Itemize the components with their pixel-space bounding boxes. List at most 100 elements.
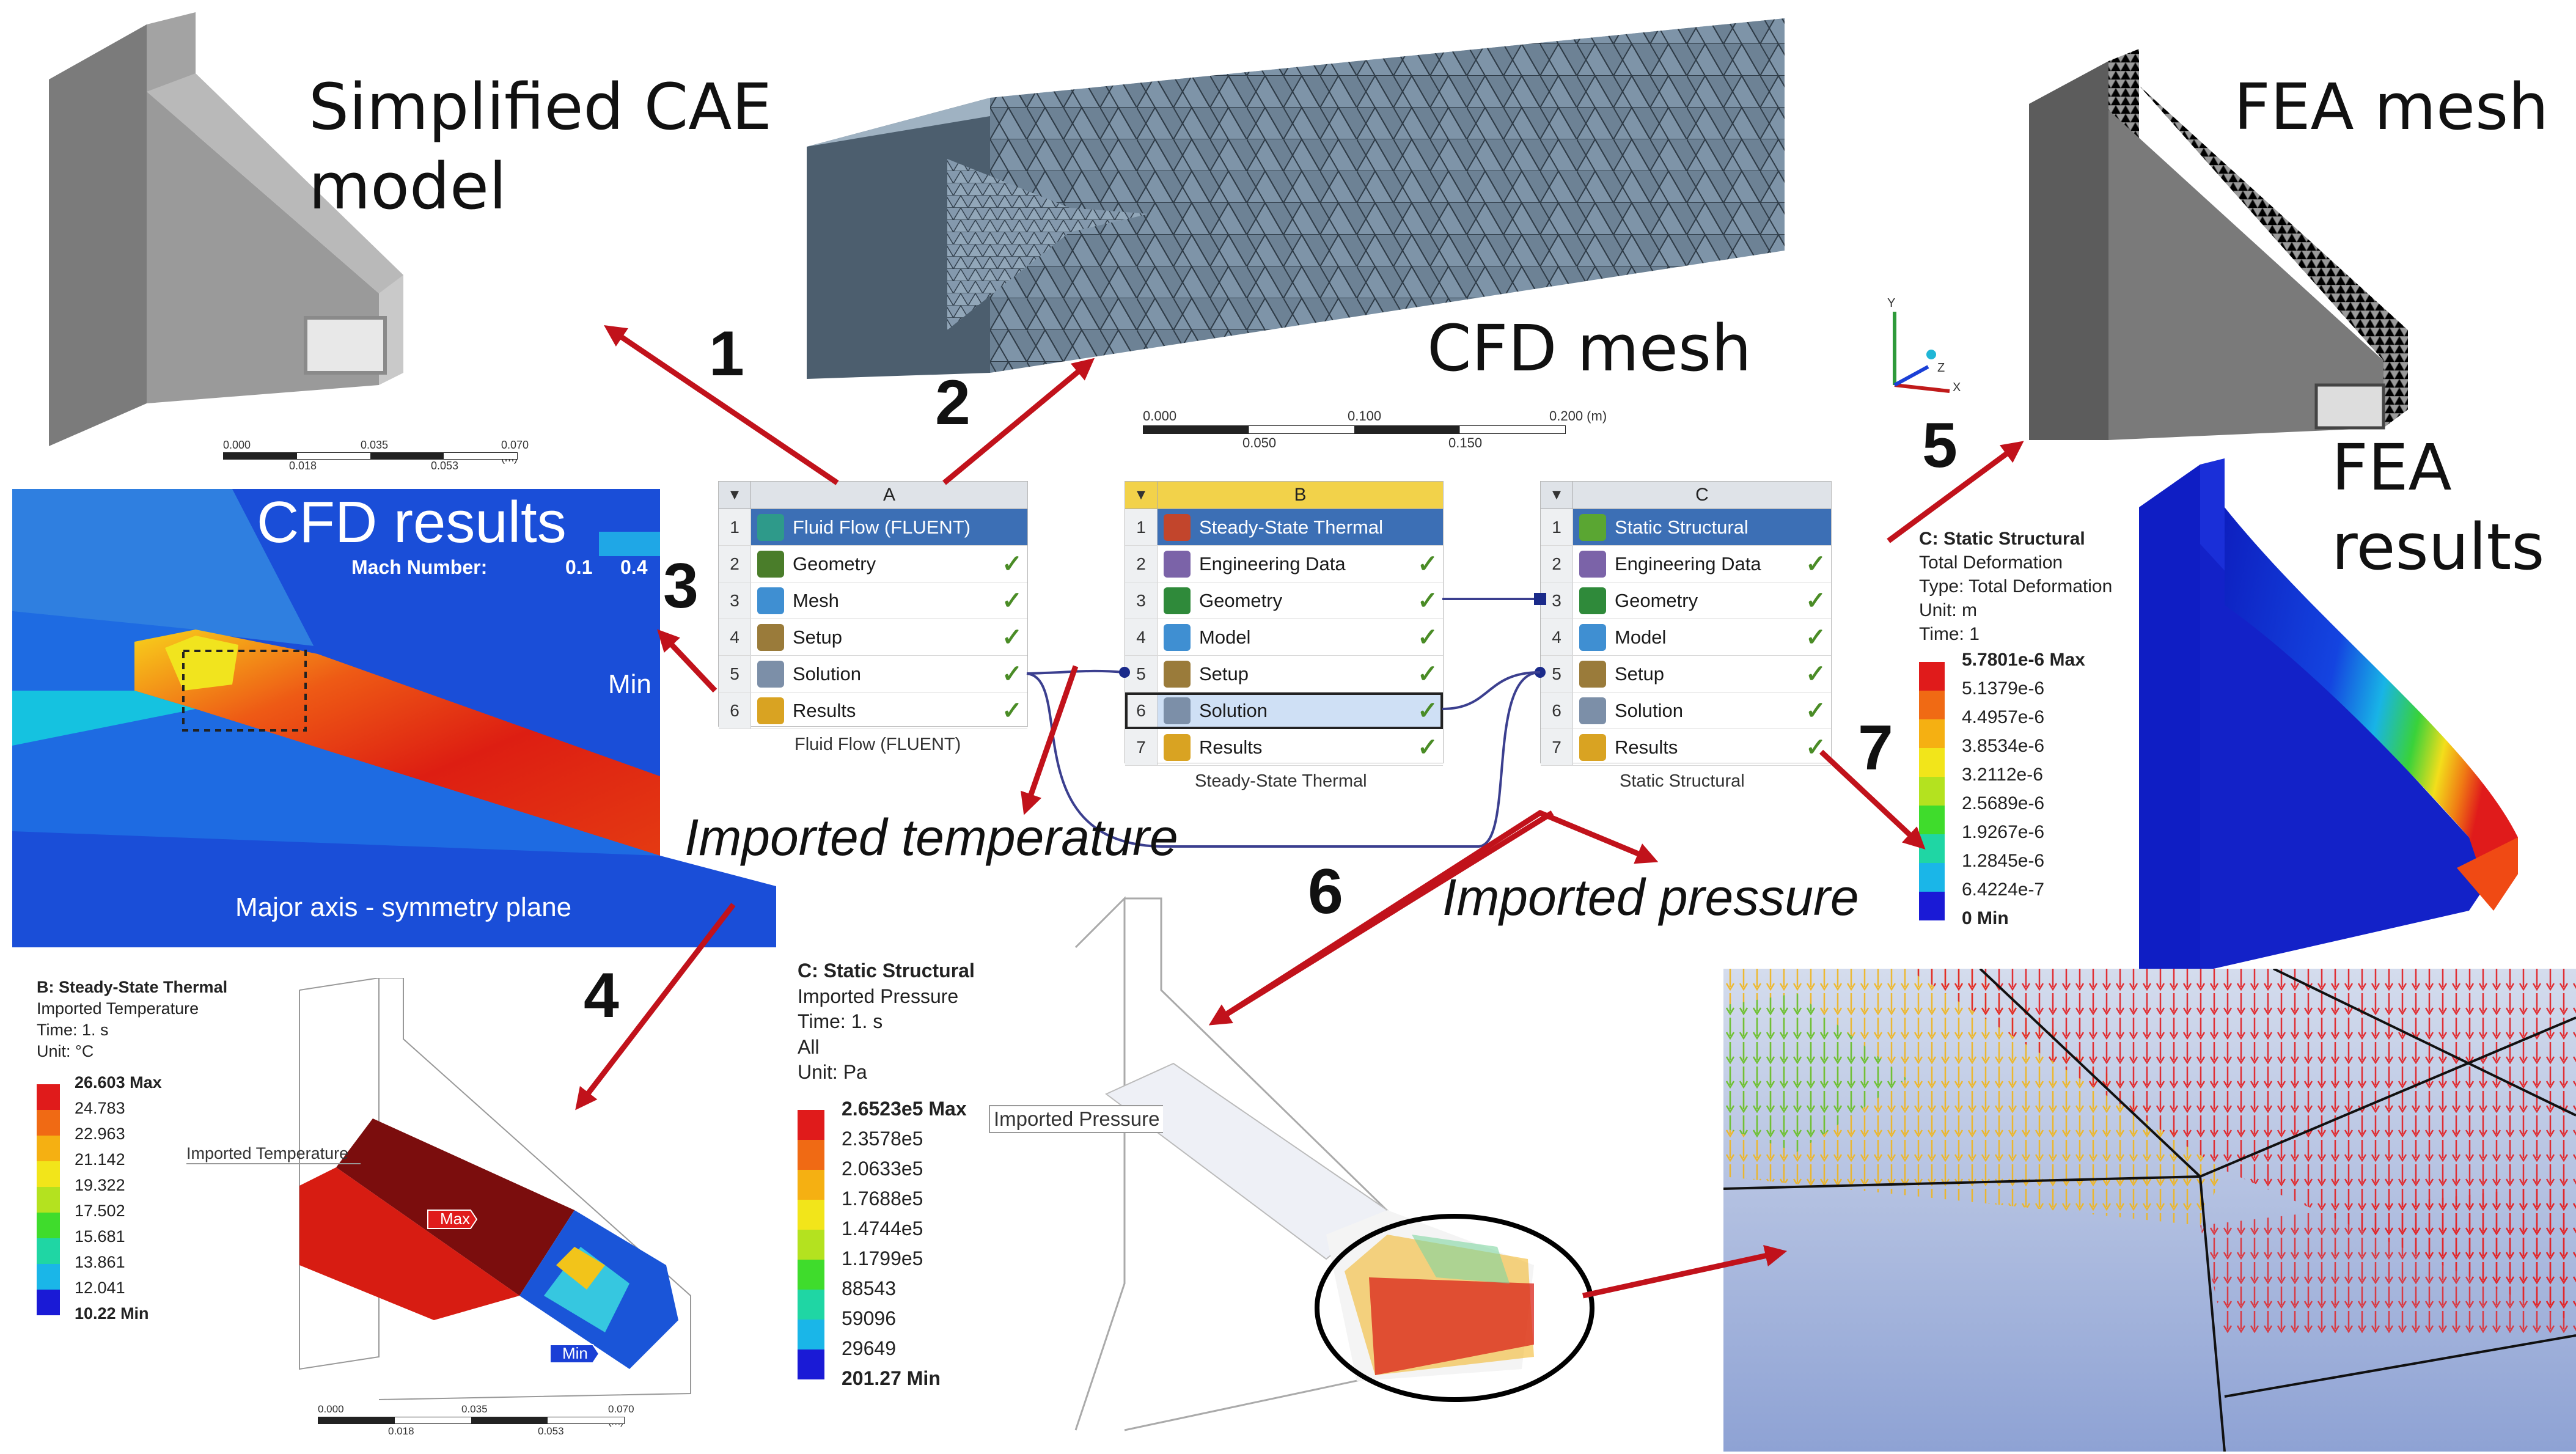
column-label: C — [1572, 482, 1831, 509]
ramp-swatch — [37, 1110, 60, 1136]
cell-number: 7 — [1541, 729, 1573, 765]
cell-number: 5 — [719, 656, 751, 692]
step-number: 2 — [935, 367, 971, 438]
ramp-swatch — [37, 1161, 60, 1188]
check-icon: ✓ — [1417, 550, 1438, 578]
ramp-swatch — [1919, 691, 1945, 719]
mach-value: 0.1 — [565, 556, 593, 578]
legend-line: Time: 1 — [1919, 624, 1980, 644]
cell-label: Fluid Flow (FLUENT) — [793, 516, 971, 538]
scale-bar-top-left: 0.000 0.035 0.070 (m) 0.018 0.053 — [223, 439, 535, 472]
arrow-imported-temperature — [1021, 665, 1079, 815]
scale-tick: 0.035 — [461, 1403, 488, 1415]
check-icon: ✓ — [1002, 660, 1022, 688]
imported-pressure-callout: Imported Pressure — [989, 1105, 1164, 1133]
fea-mesh-render — [2029, 49, 2408, 440]
legend-title: C: Static Structural — [1919, 529, 2085, 549]
legend-value: 3.8534e-6 — [1962, 736, 2045, 756]
cfd-results-title: CFD results — [257, 490, 567, 555]
column-label: A — [750, 482, 1027, 509]
results-icon — [1579, 733, 1606, 761]
ramp-swatch — [37, 1084, 60, 1111]
cell-number: 1 — [1541, 509, 1573, 545]
fea-results-title: FEA results — [2332, 428, 2544, 587]
legend-value: 13.861 — [75, 1253, 125, 1272]
system-cell[interactable]: 5 Solution ✓ — [719, 656, 1027, 692]
check-icon: ✓ — [1417, 587, 1438, 614]
system-footer: Steady-State Thermal — [1195, 771, 1367, 791]
cell-number: 5 — [1125, 656, 1158, 692]
scale-tick: 0.100 — [1348, 408, 1382, 424]
setup-icon — [1579, 660, 1606, 688]
mesh-icon — [757, 587, 784, 614]
legend-title: C: Static Structural — [798, 960, 975, 982]
cell-label: Geometry — [1615, 589, 1698, 611]
legend-value: 2.5689e-6 — [1962, 793, 2045, 813]
cell-number: 6 — [1125, 692, 1158, 729]
chevron-down-icon[interactable]: ▼ — [727, 487, 742, 503]
pressure-legend: C: Static Structural Imported Pressure T… — [798, 958, 1054, 1397]
cfd-results-contour — [12, 489, 776, 947]
cell-number: 2 — [1541, 546, 1573, 582]
system-footer: Static Structural — [1620, 771, 1745, 791]
imported-pressure-label: Imported pressure — [1442, 868, 1859, 926]
mach-value: 0.4 — [620, 556, 648, 578]
legend-value: 5.1379e-6 — [1962, 678, 2045, 699]
check-icon: ✓ — [1002, 697, 1022, 724]
check-icon: ✓ — [1002, 550, 1022, 578]
ramp-swatch — [1919, 892, 1945, 920]
geometry-dm-icon — [757, 550, 784, 578]
chevron-down-icon[interactable]: ▼ — [1134, 487, 1148, 503]
scale-tick: 0.053 — [431, 460, 459, 472]
scale-tick: 0.000 — [223, 439, 251, 451]
system-header: ▼ C — [1541, 482, 1831, 509]
legend-line: Time: 1. s — [798, 1010, 883, 1033]
legend-value: 6.4224e-7 — [1962, 879, 2045, 900]
arrow-to-thermal — [575, 903, 736, 1111]
step-number: 1 — [709, 318, 744, 389]
ramp-swatch — [798, 1319, 824, 1349]
check-icon: ✓ — [1805, 623, 1826, 651]
scale-tick: 0.018 — [388, 1425, 414, 1437]
fea-mesh-title: FEA mesh — [2234, 70, 2549, 144]
cell-label: Results — [793, 699, 856, 721]
arrow-to-pressure-field — [1208, 810, 1554, 1026]
chevron-down-icon[interactable]: ▼ — [1549, 487, 1564, 503]
check-icon: ✓ — [1805, 660, 1826, 688]
arrow-to-vectors — [1582, 1245, 1788, 1299]
thermal-legend: B: Steady-State Thermal Imported Tempera… — [37, 977, 269, 1330]
column-label: B — [1157, 482, 1443, 509]
engineering-data-icon — [1164, 550, 1191, 578]
cell-label: Solution — [793, 663, 862, 685]
cell-label: Results — [1615, 736, 1678, 758]
cell-label: Setup — [1199, 663, 1249, 685]
model-icon — [1164, 623, 1191, 651]
cell-label: Solution — [1199, 699, 1268, 721]
solution-icon — [757, 660, 784, 688]
scale-bar-bottom-left: 0.000 0.035 0.070 (m) 0.018 0.053 — [318, 1403, 636, 1440]
solution-icon — [1164, 697, 1191, 724]
